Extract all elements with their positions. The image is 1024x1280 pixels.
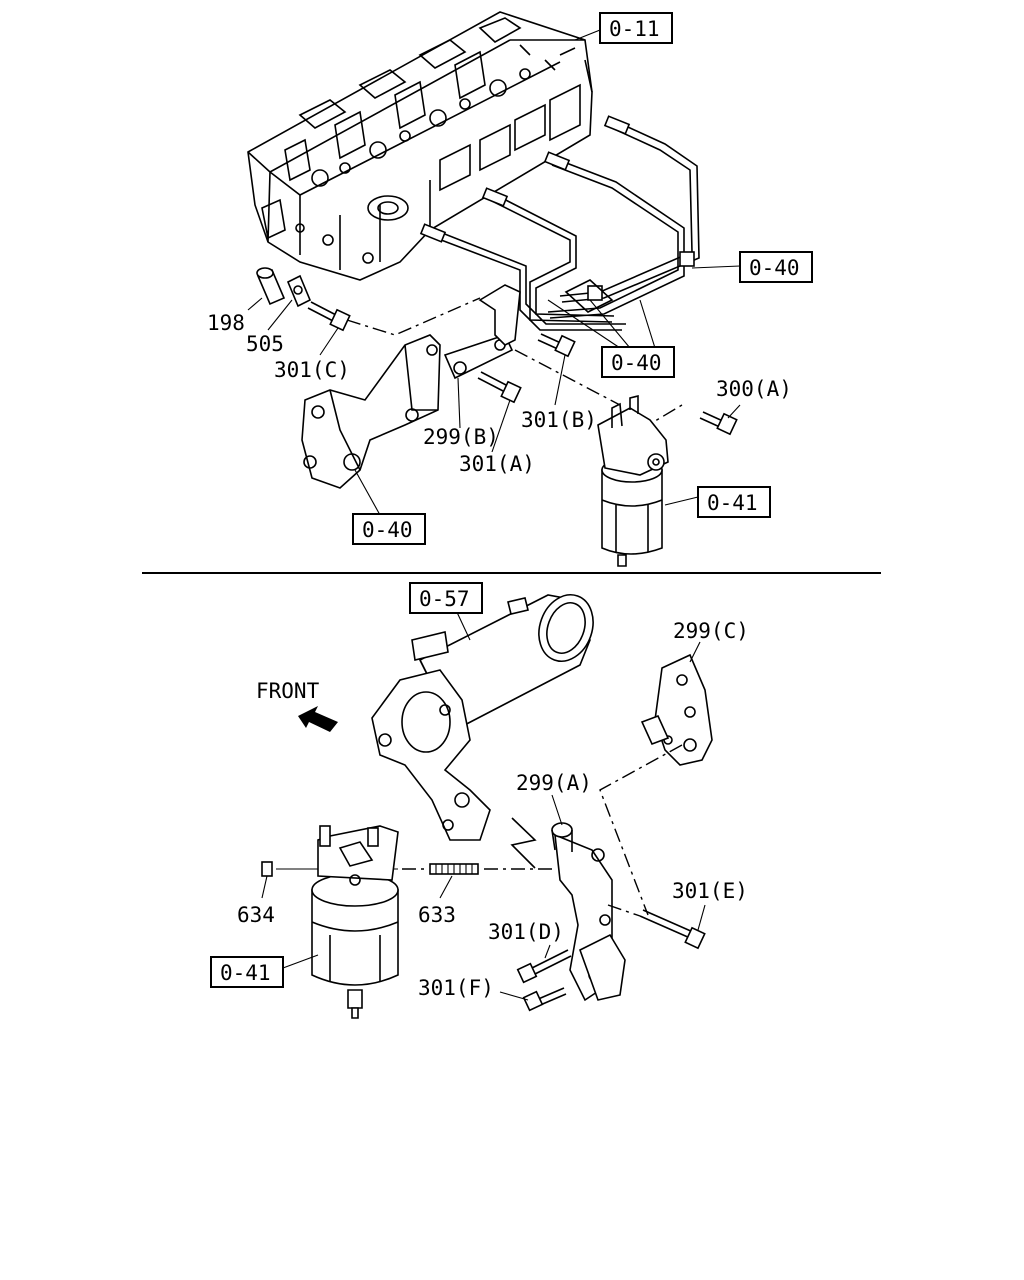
part-301d-label: 301(D): [488, 920, 564, 944]
boxed-ref-labels: 0-11 0-40 0-40 0-40 0-41 0-57 0-41: [210, 12, 813, 988]
part-number-labels: 198 505 301(C) 299(B) 301(A) 301(B) 300(…: [207, 311, 792, 1000]
part-301a-label: 301(A): [459, 452, 535, 476]
ref-egr-label: 0-57: [419, 587, 470, 611]
front-label: FRONT: [256, 679, 320, 703]
ref-head-label: 0-11: [609, 17, 660, 41]
bracket-299a-drawing: [261, 822, 706, 1012]
arrow-front-icon: [298, 706, 338, 732]
part-300a-label: 300(A): [716, 377, 792, 401]
cylinder-head-drawing: [247, 11, 593, 281]
injection-pipes-drawing: [419, 115, 700, 331]
ref-filter-bottom-label: 0-41: [220, 961, 271, 985]
part-299b-label: 299(B): [423, 425, 499, 449]
part-505-label: 505: [246, 332, 284, 356]
ref-pipe-lower-label: 0-40: [611, 351, 662, 375]
fuel-filter-top-drawing: [597, 394, 669, 567]
part-299c-label: 299(C): [673, 619, 749, 643]
leader-lines: [247, 29, 741, 1001]
part-633-label: 633: [418, 903, 456, 927]
ref-bracket-left-label: 0-40: [362, 518, 413, 542]
part-634-label: 634: [237, 903, 275, 927]
bracket-upper-drawing: [256, 267, 738, 489]
part-301b-label: 301(B): [521, 408, 597, 432]
bracket-299c-drawing: [599, 653, 713, 916]
ref-filter-top-label: 0-41: [707, 491, 758, 515]
egr-cooler-drawing: [371, 594, 594, 869]
part-301f-label: 301(F): [418, 976, 494, 1000]
fuel-filter-bottom-drawing: [311, 825, 399, 1019]
ref-pipe-right-label: 0-40: [749, 256, 800, 280]
front-indicator: FRONT: [256, 679, 338, 732]
part-301c-label: 301(C): [274, 358, 350, 382]
part-301e-label: 301(E): [672, 879, 748, 903]
part-198-label: 198: [207, 311, 245, 335]
part-299a-label: 299(A): [516, 771, 592, 795]
